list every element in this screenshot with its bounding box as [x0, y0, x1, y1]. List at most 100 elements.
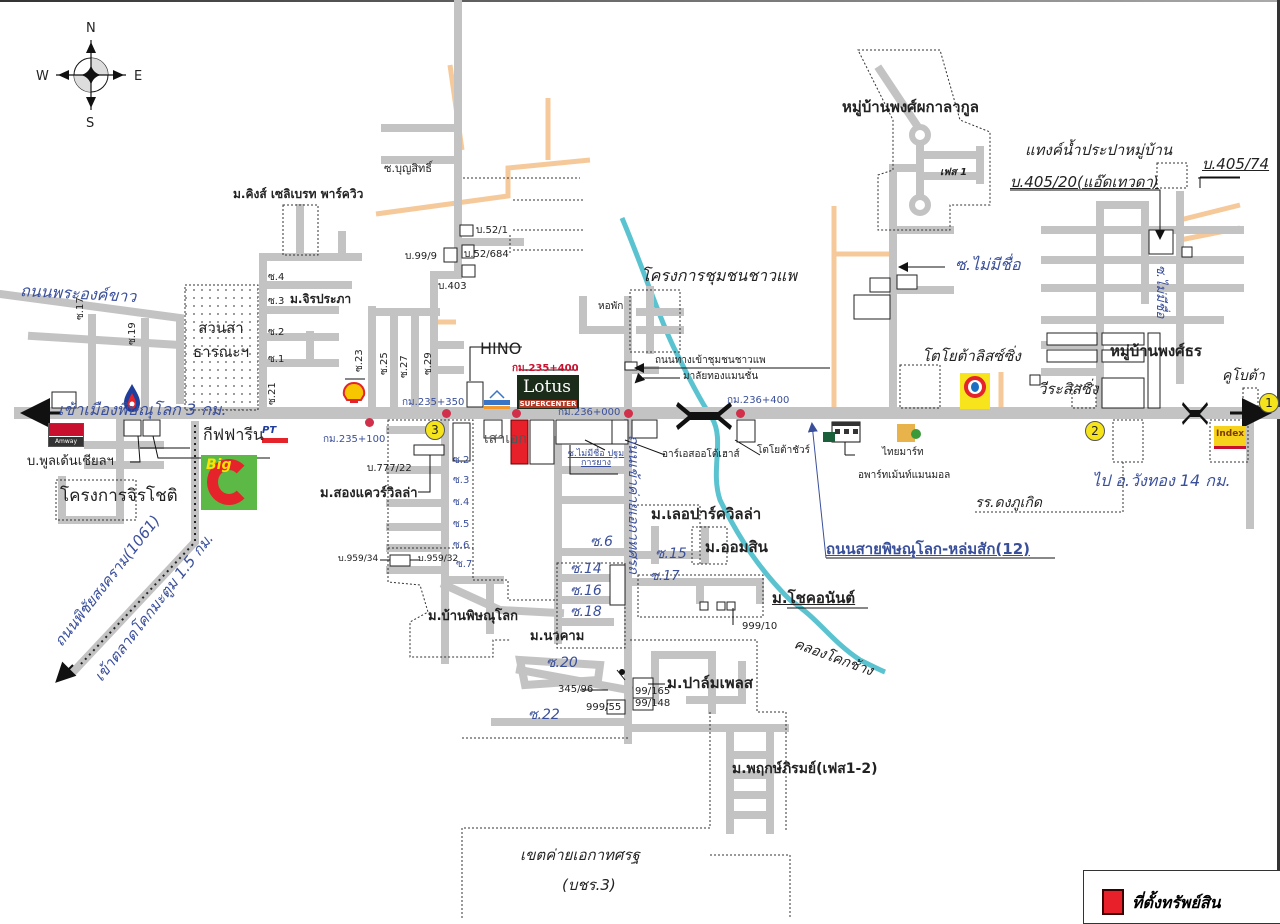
label-house-999-10: 999/10 [742, 621, 778, 632]
soi-e3: ซ.3 [453, 475, 470, 486]
label-chiraprapha: ม.จิรประภา [290, 292, 352, 306]
marker-1: 1 [1259, 393, 1279, 413]
soi-e4: ซ.4 [453, 497, 470, 508]
compass-north: N [86, 21, 96, 36]
label-palm-place: ม.ปาล์มเพลส [667, 674, 753, 692]
pt-station-logo: PT [262, 425, 298, 443]
pt-text: PT [262, 425, 277, 436]
label-hino: HINO [480, 339, 522, 358]
label-house-345-96: 345/96 [558, 684, 594, 695]
bridge-icon-east [1182, 402, 1208, 425]
label-house-959-32: บ.959/32 [418, 554, 459, 564]
label-chao-phae-project: โครงการชุมชนชาวแพ [641, 266, 797, 285]
soi-e5: ซ.5 [453, 519, 470, 530]
lotus-logo: Lotus SUPERCENTER [517, 375, 579, 409]
pt-bar [262, 438, 288, 443]
km-235-100: กม.235+100 [323, 434, 386, 445]
label-house-999-55: 999/55 [586, 702, 622, 713]
km-marker-dot [512, 409, 521, 418]
soi-25: ซ.25 [379, 352, 390, 375]
label-east-direction: ไป อ.วังทอง 14 กม. [1092, 471, 1231, 490]
soi-23: ซ.23 [354, 349, 365, 372]
label-house-99-9: บ.99/9 [405, 251, 437, 262]
ptt-logo [124, 384, 140, 412]
label-kubota: คูโบต้า [1222, 368, 1265, 384]
leader-lines [130, 176, 1240, 691]
big-c-logo: Big [201, 455, 257, 510]
soi-c15: ซ.15 [655, 546, 687, 562]
km-235-350: กม.235+350 [402, 397, 465, 408]
label-house-405-20: บ.405/20(แอ๊ดเทวดา) [1010, 173, 1159, 191]
label-unnamed-soi-pathum: ซ.ไม่มีชื่อ ปฐมการยาง [567, 449, 625, 468]
label-weera-leasing: วีระลิสซิ่ง [1038, 380, 1099, 398]
km-marker-dot [624, 409, 633, 418]
marker-2: 2 [1085, 421, 1105, 441]
soi-2: ซ.2 [268, 327, 285, 338]
compass-east: E [134, 69, 143, 84]
homepro-logo [484, 389, 510, 409]
label-unnamed-soi-east: ซ.ไม่มีชื่อ [1153, 265, 1168, 319]
rail-dots [79, 425, 196, 666]
label-water-tank: แทงค์น้ำประปาหมู่บ้าน [1025, 141, 1173, 159]
label-ekathotsarot-road: ถนนเข้าค่ายเอกาทศรถ [625, 435, 641, 574]
label-house-403: บ.403 [438, 281, 467, 292]
label-chao-phae-access: ถนนทางเข้าชุมชนชาวแพ [655, 355, 766, 366]
label-kiffarin: กีฟฟารีน [203, 425, 264, 444]
property-location [510, 419, 529, 465]
label-ban-phitsanulok: ม.บ้านพิษณุโลก [428, 609, 518, 624]
bridge-icon [676, 402, 732, 430]
label-phase-1: เฟส 1 [940, 167, 968, 178]
susco-logo [960, 373, 990, 409]
label-main-highway: ถนนสายพิษณุโลก-หล่มสัก(12) [826, 540, 1030, 558]
soi-e6: ซ.6 [453, 540, 470, 551]
label-nawakam: ม.นวคาม [530, 629, 585, 644]
label-lerpark-villa: ม.เลอปาร์ควิลล่า [651, 505, 762, 523]
label-dong-phu-koet-school: รร.ดงภูเกิด [975, 495, 1042, 511]
soi-c16: ซ.16 [570, 583, 602, 599]
label-dormitory: หอพัก [598, 301, 624, 312]
index-logo: Index [1214, 426, 1246, 449]
southwest-arrow [55, 661, 77, 683]
lotus-name: Lotus [523, 377, 572, 397]
label-house-52-684: บ.52/684 [464, 249, 509, 260]
public-park-area [184, 284, 259, 411]
soi-29: ซ.29 [423, 352, 434, 375]
label-house-52-1: บ.52/1 [476, 225, 508, 236]
label-thai-mart: ไทยมาร์ท [882, 447, 924, 458]
amway-band [49, 424, 83, 436]
legend-property-swatch [1102, 889, 1124, 915]
label-toyota-sure: โตโยต้าชัวร์ [757, 445, 810, 456]
soi-e7: ซ.7 [456, 559, 473, 570]
label-house-777-22: บ.777/22 [367, 463, 412, 474]
label-pongsathorn: หมู่บ้านพงศ์ธร [1110, 342, 1202, 360]
label-house-959-34: บ.959/34 [338, 554, 379, 564]
label-sao-ek: เสาเอก [484, 431, 527, 447]
index-text: Index [1216, 429, 1245, 439]
label-public-park: สวนสาธารณะฯ [192, 319, 250, 361]
map-right-border [1277, 0, 1280, 918]
marker-3: 3 [425, 420, 445, 440]
roads [0, 0, 1280, 834]
km-marker-dot [365, 418, 374, 427]
label-pulden: บ.พูลเด้นเชียลฯ [27, 454, 114, 469]
km-236-000: กม.236+000 [558, 407, 621, 418]
soi-e2: ซ.2 [453, 455, 470, 466]
compass-rose [56, 40, 126, 110]
label-om-sin: ม.ออมสิน [705, 538, 768, 556]
label-west-direction: เข้าเมืองพิษณุโลก 3 กม. [58, 400, 227, 419]
susco-drop [971, 382, 979, 392]
point-marker [619, 669, 625, 675]
soi-c6: ซ.6 [590, 534, 613, 550]
canal-khlong-khok-chang [619, 217, 886, 675]
roundabout [909, 194, 931, 216]
label-toyota-leasing: โตโยต้าลิสซ์ซิ่ง [922, 347, 1021, 365]
soi-c18: ซ.18 [570, 604, 602, 620]
label-soi-bunsit: ซ.บุญสิทธิ์ [384, 162, 432, 175]
soi-c17: ซ.17 [650, 569, 680, 584]
soi-27: ซ.27 [399, 355, 410, 378]
label-chirachot: โครงการจิรโชติ [60, 486, 178, 506]
thai-mart-icon [897, 424, 921, 442]
soi-c14: ซ.14 [570, 561, 602, 577]
